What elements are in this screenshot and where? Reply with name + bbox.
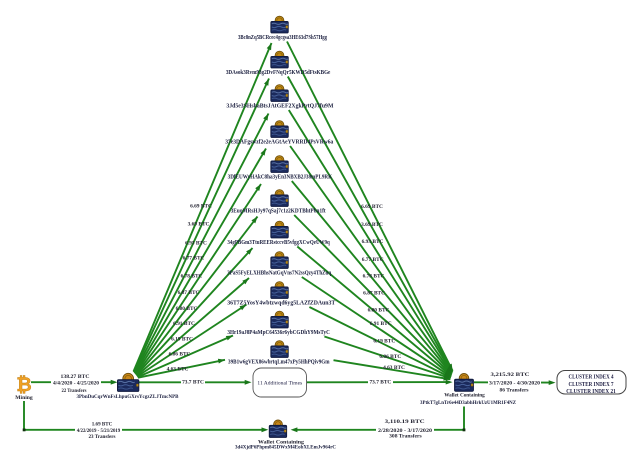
svg-text:3.69 BTC: 3.69 BTC [361,222,383,228]
svg-text:6.87 BTC: 6.87 BTC [178,290,200,296]
svg-text:3,110.19 BTC: 3,110.19 BTC [385,419,425,425]
svg-text:39B1w6gVEX86wbrtqLm47xPy5HhPQi: 39B1w6gVEX86wbrtqLm47xPy5HhPQiv9Gm [228,360,330,366]
svg-text:3d4XjdP6Phpm845DWxM4EobXLEmJv9: 3d4XjdP6Phpm845DWxM4EobXLEmJv964rC [235,445,336,451]
svg-text:6.86 BTC: 6.86 BTC [169,352,191,358]
svg-text:CLUSTER INDEX 4: CLUSTER INDEX 4 [569,375,614,381]
svg-text:23 Transfers: 23 Transfers [89,434,116,440]
svg-text:4/4/2020 - 4/25/2020: 4/4/2020 - 4/25/2020 [53,381,99,387]
svg-text:3EuqMRsHJy97qSaj7c1z2KDTBhtPbn: 3EuqMRsHJy97qSaj7c1z2KDTBhtPbn1ft [231,209,326,215]
svg-text:6.91 BTC: 6.91 BTC [370,321,392,327]
svg-text:73.7 BTC: 73.7 BTC [182,380,204,386]
svg-text:6.19 BTC: 6.19 BTC [373,339,395,345]
svg-text:308 Transfers: 308 Transfers [389,434,422,440]
svg-text:3DfEUWyHAkC8ha3yEn3NBXB2J38mPL: 3DfEUWyHAkC8ha3yEn3NBXB2J38mPL9RK [228,175,333,181]
svg-text:CLUSTER INDEX 7: CLUSTER INDEX 7 [569,382,614,388]
svg-text:4.63 BTC: 4.63 BTC [383,365,405,371]
svg-text:₿: ₿ [16,375,31,396]
svg-text:6.77 BTC: 6.77 BTC [183,256,205,262]
svg-text:4.63 BTC: 4.63 BTC [167,367,189,373]
svg-text:3/17/2020 - 4/30/2020: 3/17/2020 - 4/30/2020 [489,380,540,386]
svg-text:3Bc8nZq5BCRcec4gcgsa3HE63d7Sh5: 3Bc8nZq5BCRcec4gcgsa3HE63d7Sh57Hgg [238,35,327,41]
svg-text:4/22/2019 - 5/21/2019: 4/22/2019 - 5/21/2019 [77,428,121,434]
svg-text:22 Transfers: 22 Transfers [62,388,87,394]
svg-text:6.80 BTC: 6.80 BTC [176,306,198,312]
svg-text:34gPBGm3TtuREERstccvB5vfggXCwQ: 34gPBGm3TtuREERstccvB5vfggXCwQeUW9q [227,240,330,246]
svg-text:73.7 BTC: 73.7 BTC [369,380,391,386]
svg-text:3Hr19aJ8P4aMpC64536r6ybCGDhY9M: 3Hr19aJ8P4aMpC64536r6ybCGDhY9MsTyC [227,330,330,336]
svg-text:3DAsok3Rvm93g2DvFNqQr5KWD5dFts: 3DAsok3Rvm93g2DvFNqQr5KWD5dFtsKBGe [226,70,331,76]
svg-text:36T7Z5YosY4wbtzwqd6yg5LAZfZDAu: 36T7Z5YosY4wbtzwqd6yg5LAZfZDAun3T [227,301,335,307]
svg-text:3PtkT7gLnTr6e44D3abhHrkUzU1MR1: 3PtkT7gLnTr6e44D3abhHrkUzU1MR1F4NZ [420,400,516,406]
svg-text:6.77 BTC: 6.77 BTC [362,257,384,263]
svg-text:3Jd5e3SHsbaBtsJAtGEF2XgkPrtQJ7: 3Jd5e3SHsbaBtsJAtGEF2XgkPrtQJ7fu9M [226,104,333,110]
svg-text:6.69 BTC: 6.69 BTC [190,204,212,210]
svg-text:138.27 BTC: 138.27 BTC [61,374,90,380]
svg-text:6.78 BTC: 6.78 BTC [181,274,203,280]
svg-text:6.80 BTC: 6.80 BTC [368,308,390,314]
svg-text:3.69 BTC: 3.69 BTC [188,222,210,228]
svg-text:37e3DAFgswzf2e2eAGtAeYVRRD4PsV: 37e3DAFgswzf2e2eAGtAeYVRRD4PsVRw6a [225,140,333,146]
svg-text:6.91 BTC: 6.91 BTC [173,321,195,327]
svg-text:6.87 BTC: 6.87 BTC [363,291,385,297]
svg-text:Wallet Containing: Wallet Containing [258,439,304,445]
svg-text:CLUSTER INDEX 21: CLUSTER INDEX 21 [566,389,616,395]
svg-text:6.86 BTC: 6.86 BTC [379,354,401,360]
svg-text:6.78 BTC: 6.78 BTC [363,273,385,279]
svg-text:Wallet Containing: Wallet Containing [444,392,485,398]
svg-text:6.93 BTC: 6.93 BTC [362,239,384,245]
svg-text:6.69 BTC: 6.69 BTC [361,204,383,210]
svg-text:3PbnDuCqrWnFsLhpuGXrsYcgzZLJTm: 3PbnDuCqrWnFsLhpuGXrsYcgzZLJTmcNPB [77,394,179,400]
svg-text:Mining: Mining [15,395,33,401]
svg-text:3,215.92 BTC: 3,215.92 BTC [491,372,530,378]
svg-text:11 Additional Times: 11 Additional Times [257,381,302,387]
svg-text:86 Transfers: 86 Transfers [500,387,529,393]
svg-text:1.69 BTC: 1.69 BTC [92,421,113,427]
svg-text:6.19 BTC: 6.19 BTC [171,337,193,343]
svg-text:2/28/2020 - 3/17/2020: 2/28/2020 - 3/17/2020 [378,428,432,434]
svg-text:3PaS5FyELXHBhsNatGqVns7N2ssQzy: 3PaS5FyELXHBhsNatGqVns7N2ssQzy4ThZuq [227,271,332,277]
svg-text:6.93 BTC: 6.93 BTC [185,241,207,247]
